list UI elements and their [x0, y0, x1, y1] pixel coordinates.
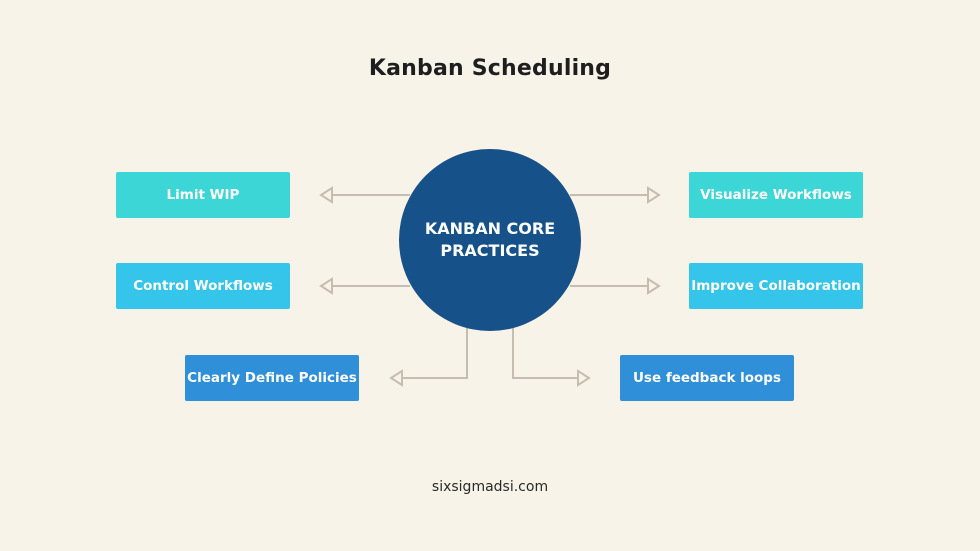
core-practices-circle: KANBAN CORE PRACTICES: [399, 149, 581, 331]
center-label-line1: KANBAN CORE: [424, 219, 556, 238]
practice-improve-collaboration: Improve Collaboration: [689, 263, 863, 309]
center-label-line2: PRACTICES: [440, 241, 540, 260]
practice-control-workflows: Control Workflows: [116, 263, 290, 309]
practice-limit-wip: Limit WIP: [116, 172, 290, 218]
footer-source: sixsigmadsi.com: [431, 479, 549, 495]
practice-visualize-workflows: Visualize Workflows: [689, 172, 863, 218]
page-title: Kanban Scheduling: [368, 56, 612, 81]
practice-clearly-define-policies: Clearly Define Policies: [185, 355, 359, 401]
practice-use-feedback-loops: Use feedback loops: [620, 355, 794, 401]
